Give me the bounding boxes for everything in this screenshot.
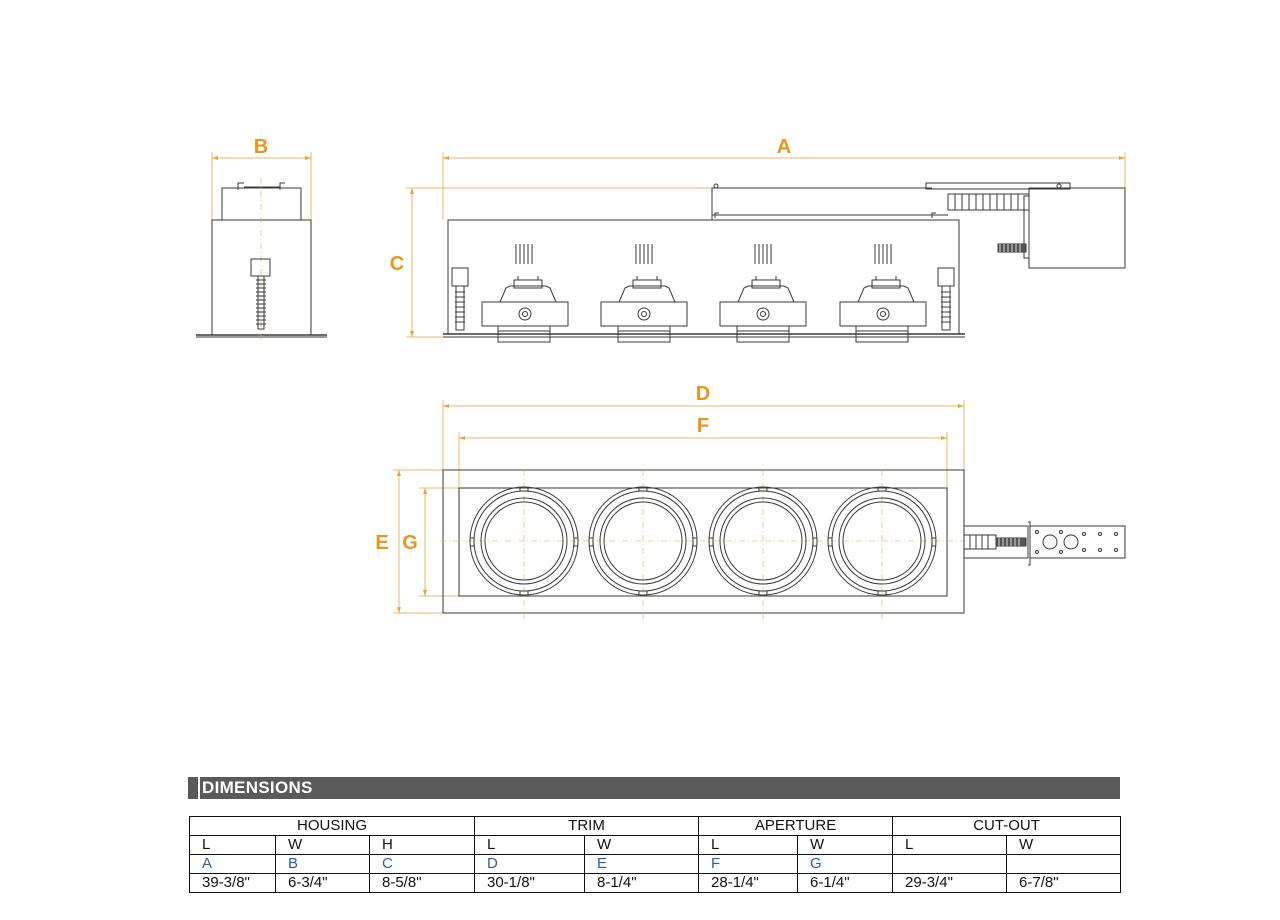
table-cell: 6-7/8" (1006, 873, 1122, 893)
table-cell: 8-5/8" (369, 873, 475, 893)
lamp-module-front (600, 244, 688, 343)
group-header-row: HOUSING TRIM APERTURE CUT-OUT (189, 816, 1122, 836)
dimension-label-b: B (254, 136, 268, 158)
side-view: B (196, 136, 327, 340)
table-cell: W (1006, 835, 1122, 855)
table-cell: E (583, 854, 700, 874)
table-cell: B (275, 854, 370, 874)
dimensions-header: DIMENSIONS (188, 777, 1120, 799)
header-divider (198, 777, 200, 799)
table-cell: 29-3/4" (892, 873, 1008, 893)
junction-box-plan (963, 521, 1126, 566)
table-cell: 28-1/4" (698, 873, 799, 893)
table-cell: C (369, 854, 475, 874)
table-cell: L (892, 835, 1008, 855)
dimensions-table: HOUSING TRIM APERTURE CUT-OUT L W H L W … (189, 816, 1122, 893)
table-cell: 39-3/8" (189, 873, 276, 893)
table-cell: F (698, 854, 799, 874)
table-cell: G (797, 854, 894, 874)
table-cell: A (189, 854, 276, 874)
dimensions-title: DIMENSIONS (202, 778, 313, 797)
table-cell: 8-1/4" (583, 873, 700, 893)
front-elevation: A C (390, 136, 1126, 343)
table-cell: 6-1/4" (797, 873, 894, 893)
group-cut-out: CUT-OUT (892, 816, 1122, 836)
lamp-module-front (719, 244, 807, 343)
table-cell (892, 854, 1008, 874)
table-cell: L (189, 835, 276, 855)
dimension-label-e: E (375, 532, 388, 554)
value-row: 39-3/8" 6-3/4" 8-5/8" 30-1/8" 8-1/4" 28-… (189, 873, 1122, 893)
dimension-label-c: C (390, 253, 404, 275)
table-cell (1006, 854, 1122, 874)
lamp-ring (588, 486, 698, 596)
table-cell: W (797, 835, 894, 855)
lamp-ring (708, 486, 818, 596)
letter-row: A B C D E F G (189, 854, 1122, 874)
group-housing: HOUSING (189, 816, 475, 836)
dimension-label-g: G (402, 532, 418, 554)
lamp-module-front (839, 244, 927, 343)
lamp-ring (827, 486, 937, 596)
dimension-label-a: A (777, 136, 791, 158)
technical-drawing: B A C (196, 136, 1126, 622)
plan-view: D F E G (375, 383, 1126, 622)
group-aperture: APERTURE (698, 816, 894, 836)
table-cell: 30-1/8" (474, 873, 585, 893)
table-cell: 6-3/4" (275, 873, 370, 893)
table-cell: H (369, 835, 475, 855)
subheader-row: L W H L W L W L W (189, 835, 1122, 855)
lamp-module-front (481, 244, 569, 343)
table-cell: L (474, 835, 585, 855)
dimension-label-d: D (696, 383, 710, 405)
table-cell: W (583, 835, 700, 855)
table-cell: D (474, 854, 585, 874)
table-cell: W (275, 835, 370, 855)
table-cell: L (698, 835, 799, 855)
group-trim: TRIM (473, 816, 700, 836)
lamp-ring (469, 486, 579, 596)
dimension-label-f: F (697, 415, 709, 437)
